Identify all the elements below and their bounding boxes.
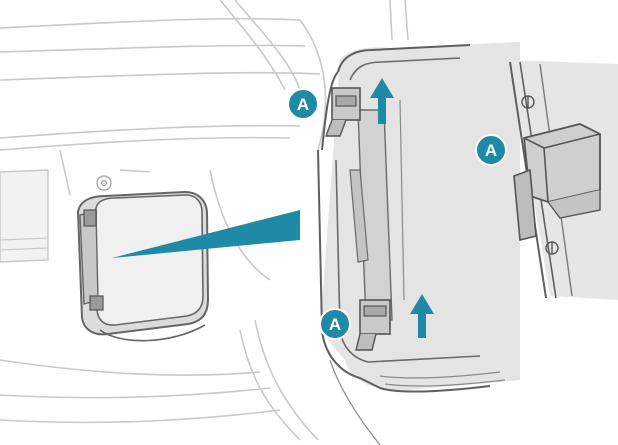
up-arrow-icon [410,294,434,338]
fuse-box-small [76,190,210,342]
callout-a-top-left: A [287,88,319,120]
callout-a-right: A [475,134,507,166]
up-arrow-icon [370,78,394,124]
callout-a-bottom: A [319,308,351,340]
pointer-wedge [112,210,300,258]
svg-text:A: A [485,141,497,160]
bottom-clip [355,299,391,351]
lock-icon [545,241,559,255]
top-clip [324,87,361,137]
svg-text:A: A [329,315,341,334]
clip-detail-inset [509,60,618,300]
bolt-icon [96,175,112,191]
svg-text:A: A [297,95,309,114]
lock-icon [521,95,535,109]
